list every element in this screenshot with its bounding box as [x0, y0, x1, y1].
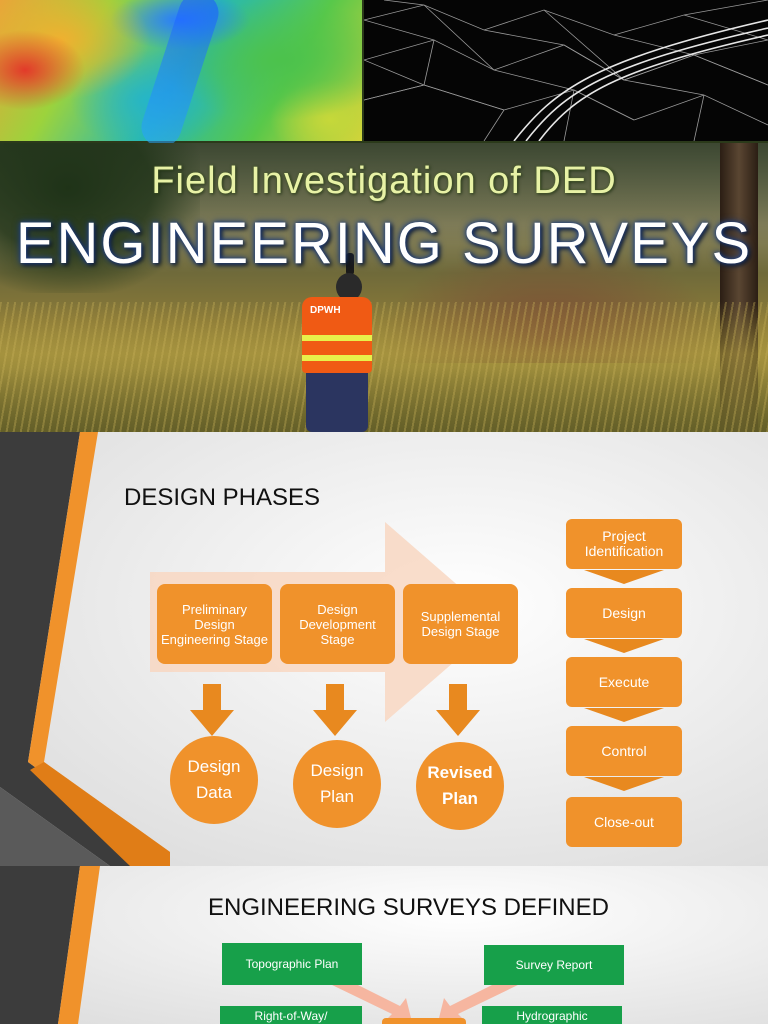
phase-project-identification: Project Identification	[566, 519, 682, 569]
reflective-stripe	[302, 355, 372, 361]
chevron-down-icon	[584, 777, 664, 791]
vest-label: DPWH	[310, 305, 341, 316]
central-hub-box	[382, 1018, 466, 1024]
wireframe-mesh	[364, 0, 768, 141]
slide-title: ENGINEERING SURVEYS DEFINED	[208, 894, 609, 921]
hydrographic-box: Hydrographic	[482, 1006, 622, 1024]
stage-preliminary-design: Preliminary Design Engineering Stage	[157, 584, 272, 664]
tall-grass	[0, 302, 768, 432]
chevron-down-icon	[584, 639, 664, 653]
phase-execute: Execute	[566, 657, 682, 707]
outcome-line: Plan	[442, 789, 478, 808]
tree-canopy	[0, 143, 200, 293]
slide-title: DESIGN PHASES	[124, 484, 321, 511]
engineering-surveys-defined-slide: ENGINEERING SURVEYS DEFINED Topographic …	[0, 866, 768, 1024]
chevron-down-icon	[584, 570, 664, 584]
stage-supplemental-design: Supplemental Design Stage	[403, 584, 518, 664]
stage-design-development: Design Development Stage	[280, 584, 395, 664]
elevation-heatmap-image	[0, 0, 362, 153]
slide-title: ENGINEERING SURVEYS	[15, 211, 753, 276]
safety-vest: DPWH	[302, 297, 372, 373]
reflective-stripe	[302, 335, 372, 341]
river-channel	[136, 0, 224, 153]
topographic-plan-box: Topographic Plan	[222, 943, 362, 985]
terrain-wireframe-image	[364, 0, 768, 141]
survey-report-box: Survey Report	[484, 945, 624, 985]
outcome-line: Design	[187, 757, 241, 776]
chevron-down-icon	[584, 708, 664, 722]
gps-antenna	[346, 253, 354, 275]
surveyor-legs	[306, 373, 368, 432]
outcome-line: Data	[196, 783, 232, 802]
phase-close-out: Close-out	[566, 797, 682, 847]
outcome-line: Plan	[319, 787, 354, 806]
surveyor-figure: DPWH	[300, 253, 382, 432]
phase-design: Design	[566, 588, 682, 638]
slide-side-decoration	[0, 866, 110, 1024]
down-arrow-icon	[313, 684, 357, 736]
phase-control: Control	[566, 726, 682, 776]
surveyor-head	[336, 273, 362, 301]
right-of-way-box: Right-of-Way/	[220, 1006, 362, 1024]
down-arrow-icon	[190, 684, 234, 736]
down-arrow-icon	[436, 684, 480, 736]
connector-arrows	[330, 976, 520, 1024]
title-slide: DPWH Field Investigation of DED ENGINEER…	[0, 0, 768, 432]
slide-subtitle: Field Investigation of DED	[151, 160, 617, 202]
field-survey-photo: DPWH	[0, 143, 768, 432]
outcome-line: Design	[310, 761, 364, 780]
outcome-line: Revised	[427, 763, 493, 782]
slide-side-decoration	[0, 432, 170, 866]
design-phases-slide: DESIGN PHASES Preliminary Design Enginee…	[0, 432, 768, 866]
